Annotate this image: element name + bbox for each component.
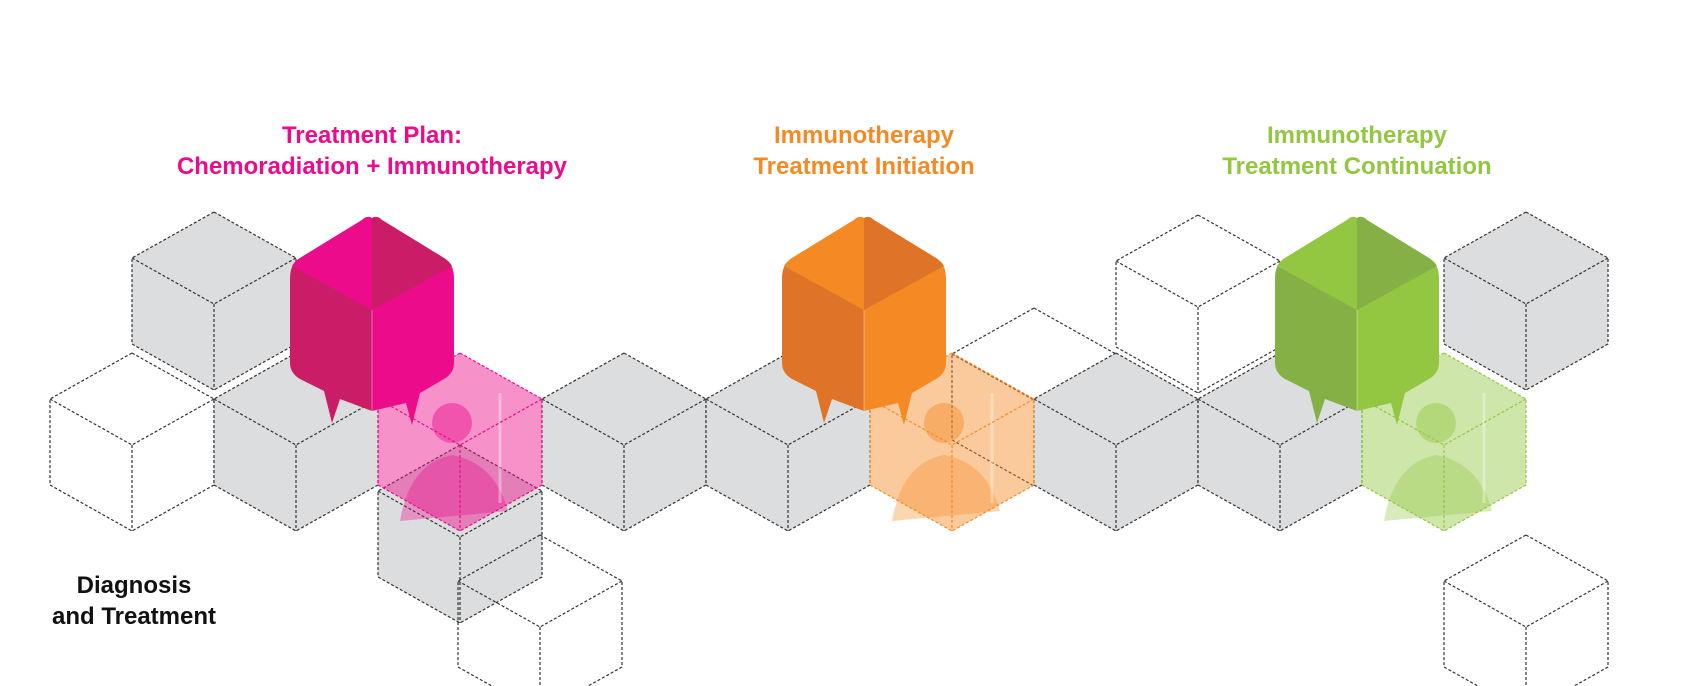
stage-title-line: Treatment Initiation xyxy=(753,153,975,180)
speech-bubble-cube-icon xyxy=(782,216,946,425)
gray-cube xyxy=(131,211,297,391)
empty-cube xyxy=(457,534,623,686)
speech-bubbles xyxy=(290,216,1439,425)
gray-cube xyxy=(1443,211,1609,391)
stage-title-line: Chemoradiation + Immunotherapy xyxy=(176,153,568,180)
start-label-line: Diagnosis xyxy=(76,572,192,599)
stage-title-line: Treatment Continuation xyxy=(1222,153,1492,180)
stage-title-line: Immunotherapy xyxy=(773,122,955,149)
stage-title-initiation: Immunotherapy Treatment Initiation xyxy=(753,120,974,182)
start-label-line: and Treatment xyxy=(51,603,217,630)
speech-bubble-cube-icon xyxy=(290,216,454,425)
empty-cube xyxy=(1115,214,1281,394)
speech-bubble-cube-icon xyxy=(1275,216,1439,425)
start-label: Diagnosis and Treatment xyxy=(52,570,216,632)
photo-cube-plan xyxy=(377,352,543,532)
stage-title-line: Treatment Plan: xyxy=(281,122,463,149)
stage-title-line: Immunotherapy xyxy=(1266,122,1448,149)
gray-cube xyxy=(1033,352,1199,532)
stage-title-continuation: Immunotherapy Treatment Continuation xyxy=(1222,120,1491,182)
photo-cube-initiation xyxy=(869,352,1035,532)
gray-cube xyxy=(541,352,707,532)
empty-cube xyxy=(49,352,215,532)
empty-cube xyxy=(1443,534,1609,686)
stage-title-treatment-plan: Treatment Plan: Chemoradiation + Immunot… xyxy=(177,120,567,182)
